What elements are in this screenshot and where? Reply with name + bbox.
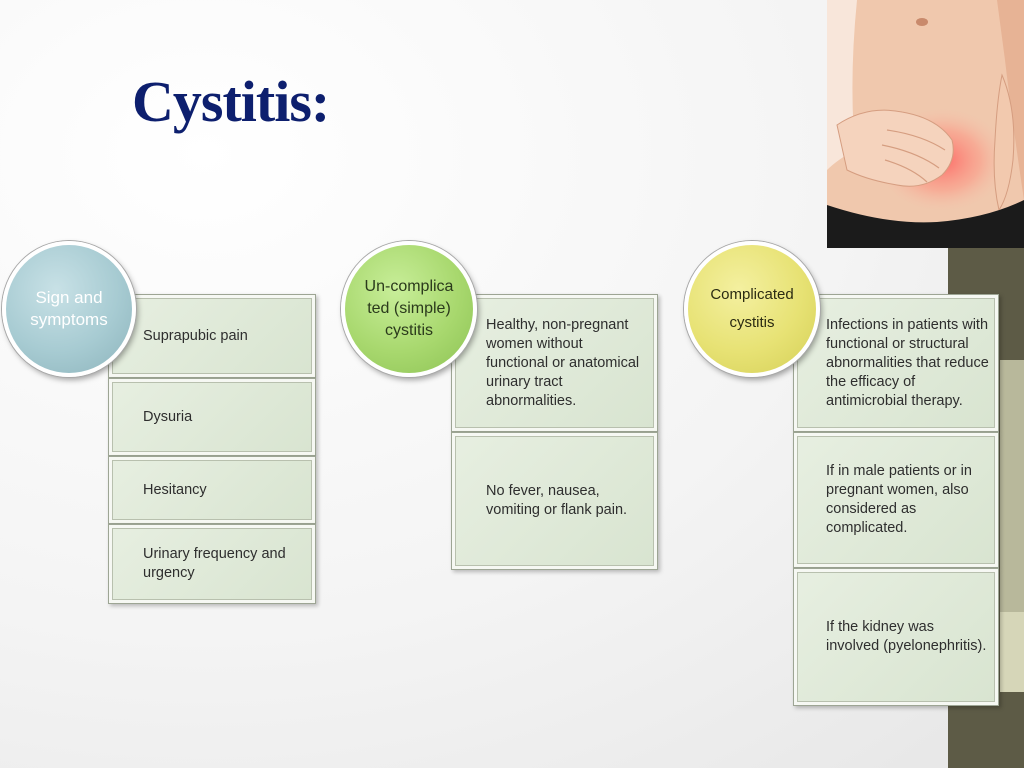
complicated-text: If in male patients or in pregnant women… [826,463,972,536]
complicated-cystitis-circle: Complicated cystitis [684,241,820,377]
uncomplicated-box-1: Healthy, non-pregnant women without func… [451,294,658,432]
symptom-text: Hesitancy [143,481,207,498]
complicated-box-1: Infections in patients with functional o… [793,294,999,432]
decorative-side-panel-light [1000,612,1024,692]
symptom-box-4: Urinary frequency and urgency [108,524,316,604]
complicated-box-2: If in male patients or in pregnant women… [793,432,999,568]
symptom-box-2: Dysuria [108,378,316,456]
symptom-box-1: Suprapubic pain [108,294,316,378]
complicated-box-3: If the kidney was involved (pyelonephrit… [793,568,999,706]
circle-label: Un-complicated (simple) cystitis [364,278,454,339]
circle-label-line-2: cystitis [729,314,775,331]
circle-label-line-1: Complicated [710,286,794,303]
abdomen-pain-illustration [827,0,1024,248]
complicated-text: Infections in patients with functional o… [826,316,989,409]
uncomplicated-cystitis-circle: Un-complicated (simple) cystitis [341,241,477,377]
uncomplicated-text: Healthy, non-pregnant women without func… [486,316,640,409]
uncomplicated-box-2: No fever, nausea, vomiting or flank pain… [451,432,658,570]
abdomen-pain-photo [827,0,1024,248]
symptom-text: Suprapubic pain [143,327,248,344]
uncomplicated-text: No fever, nausea, vomiting or flank pain… [486,483,628,518]
symptom-box-3: Hesitancy [108,456,316,524]
sign-and-symptoms-circle: Sign and symptoms [2,241,136,377]
complicated-text: If the kidney was involved (pyelonephrit… [826,619,987,654]
slide-title: Cystitis: [132,69,330,134]
circle-label: Sign and symptoms [30,288,108,329]
symptom-text: Urinary frequency and urgency [143,546,286,581]
symptom-text: Dysuria [143,408,193,425]
